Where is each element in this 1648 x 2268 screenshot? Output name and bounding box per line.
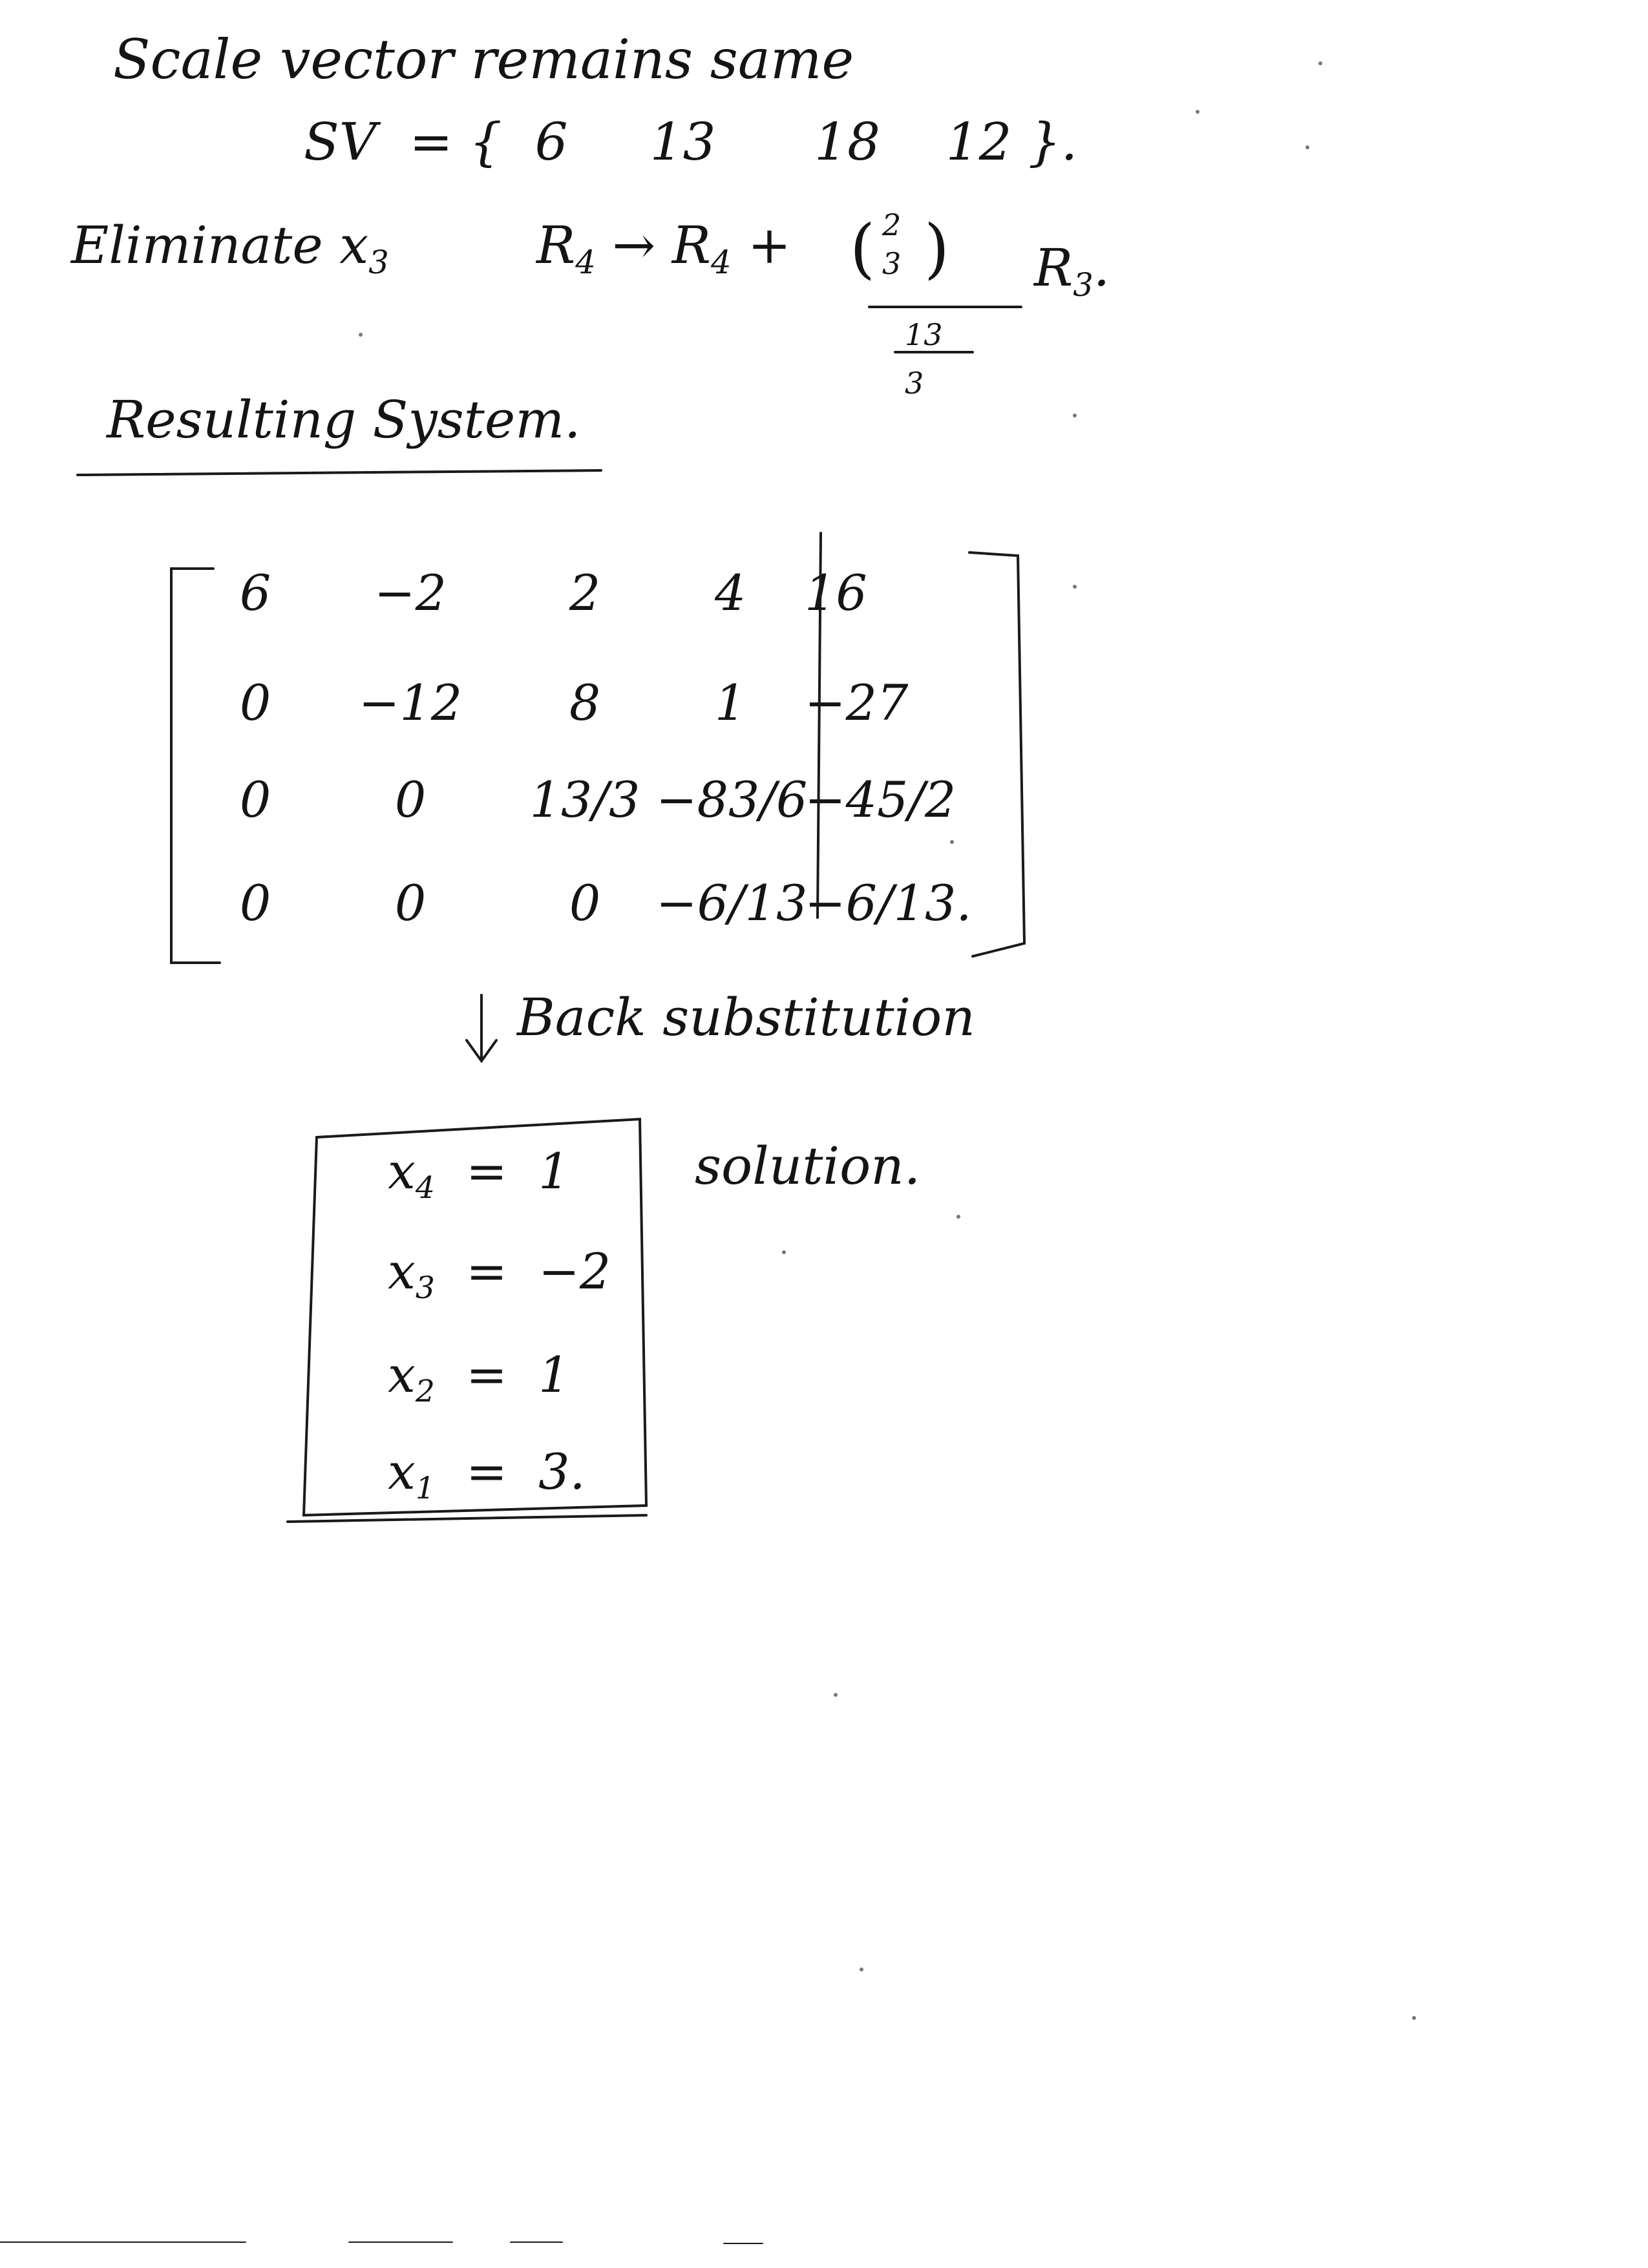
back-substitution-label: Back substitution xyxy=(517,987,975,1047)
solution-variable-subscript: 1 xyxy=(415,1471,435,1507)
solution-variable: x xyxy=(388,1346,416,1403)
solution-variable-subscript: 2 xyxy=(415,1374,435,1410)
row-op-rhs-subscript: 4 xyxy=(710,243,732,281)
equals-sign: = xyxy=(434,1346,539,1403)
matrix-cell: 0 xyxy=(239,771,271,828)
equals-sign: = xyxy=(434,1243,539,1300)
matrix-rhs-cell: −6/13. xyxy=(805,874,972,932)
solution-value: 1 xyxy=(538,1346,570,1403)
eliminate-text: Eliminate x xyxy=(71,215,369,275)
matrix-cell: 0 xyxy=(569,874,601,932)
scale-vector-label: SV xyxy=(304,112,377,172)
eliminate-label: Eliminate x3 xyxy=(71,220,389,278)
multiplier-denominator-top: 13 xyxy=(905,317,943,352)
solution-variable: x xyxy=(388,1443,416,1500)
matrix-cell: −83/6 xyxy=(656,771,808,828)
solution-variable: x xyxy=(388,1243,416,1300)
scale-vector-value: 6 xyxy=(534,112,568,172)
matrix-right-bracket xyxy=(968,551,1026,958)
row-op-tail-r: R xyxy=(1034,238,1073,298)
equals-sign: = { xyxy=(393,112,519,172)
solution-value: −2 xyxy=(538,1243,611,1300)
multiplier-numerator-top: 2 xyxy=(882,207,902,242)
solution-line: x3 = −2 xyxy=(388,1247,611,1307)
underline xyxy=(76,469,602,476)
scale-vector-value: 12 xyxy=(945,112,1012,172)
matrix-cell: 2 xyxy=(569,564,601,622)
solution-line: x2 = 1 xyxy=(388,1350,570,1407)
solution-line: x1 = 3. xyxy=(388,1447,586,1504)
solution-box-border xyxy=(302,1117,648,1517)
multiplier-numerator-bottom: 3 xyxy=(882,246,902,281)
matrix-cell: 0 xyxy=(239,674,271,731)
solution-variable: x xyxy=(388,1142,416,1200)
matrix-cell: −6/13 xyxy=(656,874,808,932)
right-paren: ) xyxy=(924,211,950,286)
arrow-icon: → xyxy=(612,215,656,275)
solution-value: 1 xyxy=(538,1142,570,1200)
matrix-cell: 0 xyxy=(239,874,271,932)
matrix-rhs-cell: 16 xyxy=(805,564,867,622)
row-op-rhs: R xyxy=(671,215,711,275)
resulting-system-label: Resulting System. xyxy=(107,390,581,450)
matrix-cell: 13/3 xyxy=(529,771,640,828)
multiplier-denominator-bottom: 3 xyxy=(905,366,924,401)
matrix-rhs-cell: −27 xyxy=(805,674,909,731)
matrix-left-bracket xyxy=(170,567,221,964)
matrix-rhs-cell: −45/2 xyxy=(805,771,956,828)
equals-sign: = xyxy=(434,1443,539,1500)
solution-variable-subscript: 4 xyxy=(415,1170,435,1206)
row-op-lhs: R xyxy=(536,215,576,275)
closing-brace: }. xyxy=(1028,112,1078,172)
matrix-cell: 4 xyxy=(714,564,746,622)
solution-label: solution. xyxy=(695,1136,921,1196)
matrix-cell: −2 xyxy=(374,564,447,622)
matrix-cell: 6 xyxy=(239,564,271,622)
solution-line: x4 = 1 xyxy=(388,1147,570,1206)
scale-vector-value: 13 xyxy=(650,112,716,172)
plus-sign: + xyxy=(747,215,791,275)
scale-vector-value: 18 xyxy=(814,112,880,172)
matrix-cell: 1 xyxy=(714,674,746,731)
scale-vector-line: SV = { 6 13 18 12 }. xyxy=(304,116,1077,168)
augment-divider xyxy=(816,532,822,919)
matrix-cell: 0 xyxy=(394,874,427,932)
solution-value: 3. xyxy=(538,1443,586,1500)
matrix-cell: 8 xyxy=(569,674,601,731)
eliminate-var-subscript: 3 xyxy=(368,243,389,281)
solution-variable-subscript: 3 xyxy=(415,1270,435,1307)
row-op-tail-subscript: 3 xyxy=(1073,266,1093,304)
row-op-tail-period: . xyxy=(1093,238,1110,298)
matrix-cell: −12 xyxy=(358,674,463,731)
heading: Scale vector remains same xyxy=(113,28,854,91)
row-op-tail: R3. xyxy=(1034,242,1110,301)
solution-box-underline xyxy=(286,1514,648,1523)
left-paren: ( xyxy=(850,211,876,286)
equals-sign: = xyxy=(434,1142,539,1200)
row-operation: R4 → R4 + xyxy=(536,220,791,278)
down-arrow-head xyxy=(465,1039,498,1064)
row-op-lhs-subscript: 4 xyxy=(575,243,596,281)
matrix-cell: 0 xyxy=(394,771,427,828)
